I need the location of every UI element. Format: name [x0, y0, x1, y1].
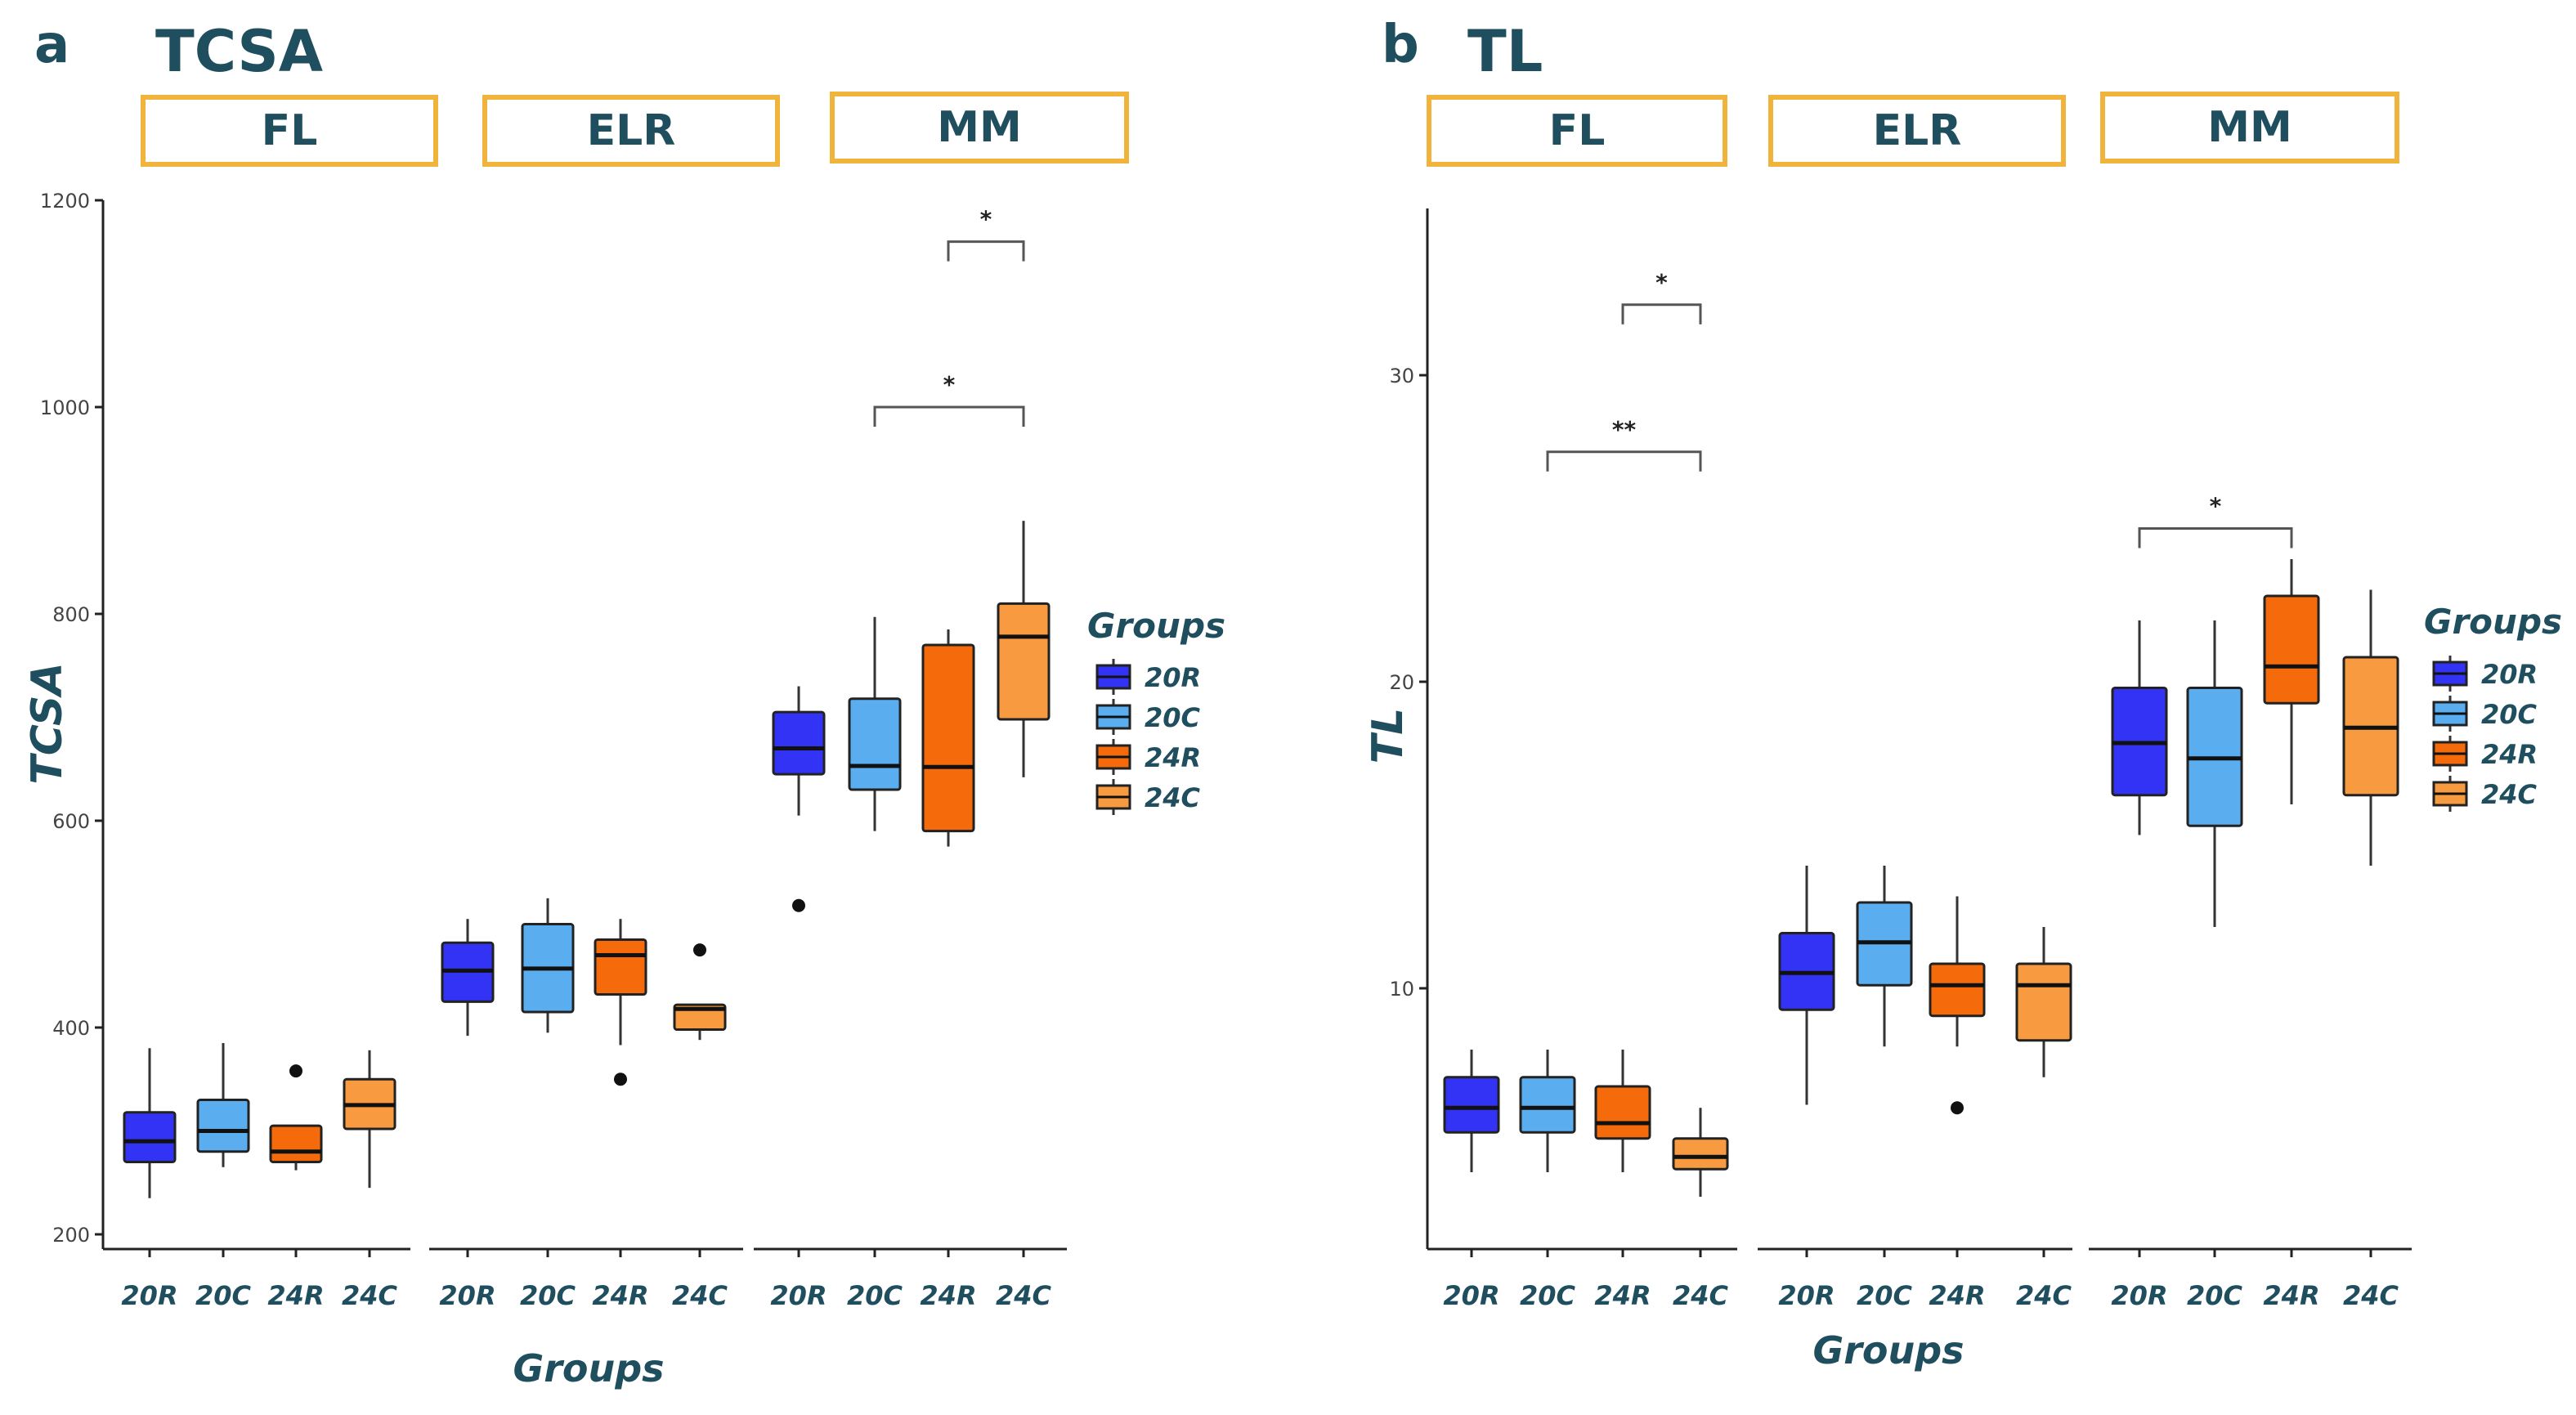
chartb-x-tick-label: 20R — [2111, 1280, 2167, 1311]
charta-box-elr-24r-outlier — [614, 1072, 627, 1086]
chartb-significance-label: * — [1655, 269, 1668, 296]
charta-x-tick-label: 24R — [592, 1280, 648, 1311]
charta-legend-label-24r: 24R — [1145, 742, 1201, 773]
chartb-x-tick-label: 24R — [1594, 1280, 1651, 1311]
charta-legend-label-24c: 24C — [1145, 782, 1201, 813]
chartb-box-mm-24r — [2263, 594, 2320, 705]
chartb-y-tick-label: 10 — [1389, 978, 1414, 1001]
chart-title-tcsa: TCSA — [155, 18, 324, 85]
charta-legend-title: Groups — [1087, 606, 1225, 646]
charta-x-tick-label: 20R — [121, 1280, 177, 1311]
charta-significance-bracket — [873, 405, 1025, 427]
facet-label-mm-b: MM — [2100, 92, 2399, 163]
charta-significance-bracket — [947, 240, 1025, 262]
charta-y-tick-label: 1200 — [40, 190, 90, 213]
facet-label-fl-b: FL — [1427, 95, 1727, 167]
charta-x-tick-label: 20C — [195, 1280, 252, 1311]
chartb-x-tick-label: 20R — [1778, 1280, 1835, 1311]
chartb-significance-bracket — [2138, 527, 2293, 549]
chartb-x-axis-title: Groups — [1812, 1328, 1964, 1372]
charta-x-tick-label: 20R — [439, 1280, 495, 1311]
chartb-x-tick-label: 24C — [2343, 1280, 2399, 1311]
chartb-x-tick-label: 20C — [2187, 1280, 2243, 1311]
chartb-significance-bracket — [1546, 450, 1702, 472]
charta-x-tick-label: 24R — [920, 1280, 976, 1311]
charta-y-tick-label: 200 — [52, 1224, 90, 1247]
chartb-box-fl-20c — [1519, 1076, 1576, 1134]
charta-box-fl-20c — [196, 1099, 250, 1153]
chartb-legend-label-20c: 20C — [2481, 699, 2538, 730]
charta-significance-label: * — [980, 206, 992, 233]
charta-x-axis-title: Groups — [513, 1346, 664, 1390]
chartb-x-tick-label: 20C — [1520, 1280, 1576, 1311]
charta-y-tick-label: 1000 — [40, 396, 90, 419]
chartb-x-tick-label: 20C — [1857, 1280, 1913, 1311]
charta-box-mm-24r — [921, 643, 975, 833]
chartb-y-tick-label: 20 — [1389, 671, 1414, 694]
chartb-legend-label-20r: 20R — [2481, 659, 2538, 690]
facet-label-fl-a: FL — [141, 95, 438, 167]
charta-box-mm-20r — [772, 710, 826, 776]
chartb-significance-label: * — [2210, 493, 2222, 520]
charta-y-axis-title: TCSA — [23, 662, 72, 784]
chartb-box-fl-20r — [1443, 1076, 1500, 1134]
charta-legend-label-20r: 20R — [1145, 662, 1201, 693]
charta-x-tick-label: 20C — [520, 1280, 576, 1311]
charta-y-tick-label: 400 — [52, 1017, 90, 1040]
panel-letter-a: a — [34, 15, 70, 75]
charta-x-tick-label: 24C — [996, 1280, 1052, 1311]
chartb-y-axis-title: TL — [1364, 708, 1413, 764]
chartb-box-elr-24c — [2015, 962, 2072, 1042]
chartb-box-elr-24r — [1929, 962, 1986, 1018]
chartb-box-fl-24r — [1594, 1085, 1651, 1140]
facet-label-mm-a: MM — [830, 92, 1129, 163]
charta-box-mm-24c — [997, 602, 1051, 721]
chartb-x-tick-label: 24C — [1673, 1280, 1729, 1311]
charta-box-fl-24r — [269, 1124, 323, 1163]
facet-label-elr-b: ELR — [1768, 95, 2066, 167]
charta-x-tick-label: 24C — [342, 1280, 398, 1311]
chartb-y-tick-label: 30 — [1389, 365, 1414, 387]
charta-box-elr-24c-outlier — [693, 943, 706, 957]
charta-x-tick-label: 20C — [847, 1280, 903, 1311]
chartb-x-tick-label: 24C — [2016, 1280, 2072, 1311]
charta-y-tick-label: 600 — [52, 810, 90, 833]
charta-box-fl-20r — [123, 1111, 177, 1163]
chartb-x-tick-label: 24R — [2263, 1280, 2319, 1311]
panel-letter-b: b — [1382, 15, 1419, 75]
chartb-legend-label-24c: 24C — [2481, 779, 2538, 810]
charta-legend-label-20c: 20C — [1145, 702, 1201, 733]
charta-box-elr-24r — [594, 938, 647, 996]
chartb-box-elr-24r-outlier — [1951, 1101, 1964, 1115]
charta-box-mm-20c — [848, 697, 902, 791]
chartb-x-tick-label: 24R — [1929, 1280, 1985, 1311]
chartb-significance-label: ** — [1612, 416, 1637, 443]
charta-box-fl-24r-outlier — [289, 1064, 302, 1078]
charta-x-tick-label: 20R — [770, 1280, 827, 1311]
chartb-box-fl-24c — [1672, 1137, 1729, 1171]
charta-x-tick-label: 24R — [267, 1280, 324, 1311]
chartb-x-tick-label: 20R — [1443, 1280, 1499, 1311]
charta-x-tick-label: 24C — [672, 1280, 728, 1311]
charta-box-elr-24c — [673, 1003, 727, 1032]
chart-title-tl: TL — [1467, 18, 1543, 85]
facet-label-elr-a: ELR — [482, 95, 780, 167]
charta-y-tick-label: 800 — [52, 603, 90, 626]
charta-box-mm-20r-outlier — [792, 898, 805, 912]
charta-significance-label: * — [943, 371, 956, 398]
chartb-legend-label-24r: 24R — [2481, 739, 2538, 770]
chartb-significance-bracket — [1621, 303, 1702, 325]
chartb-legend-title: Groups — [2424, 602, 2562, 642]
